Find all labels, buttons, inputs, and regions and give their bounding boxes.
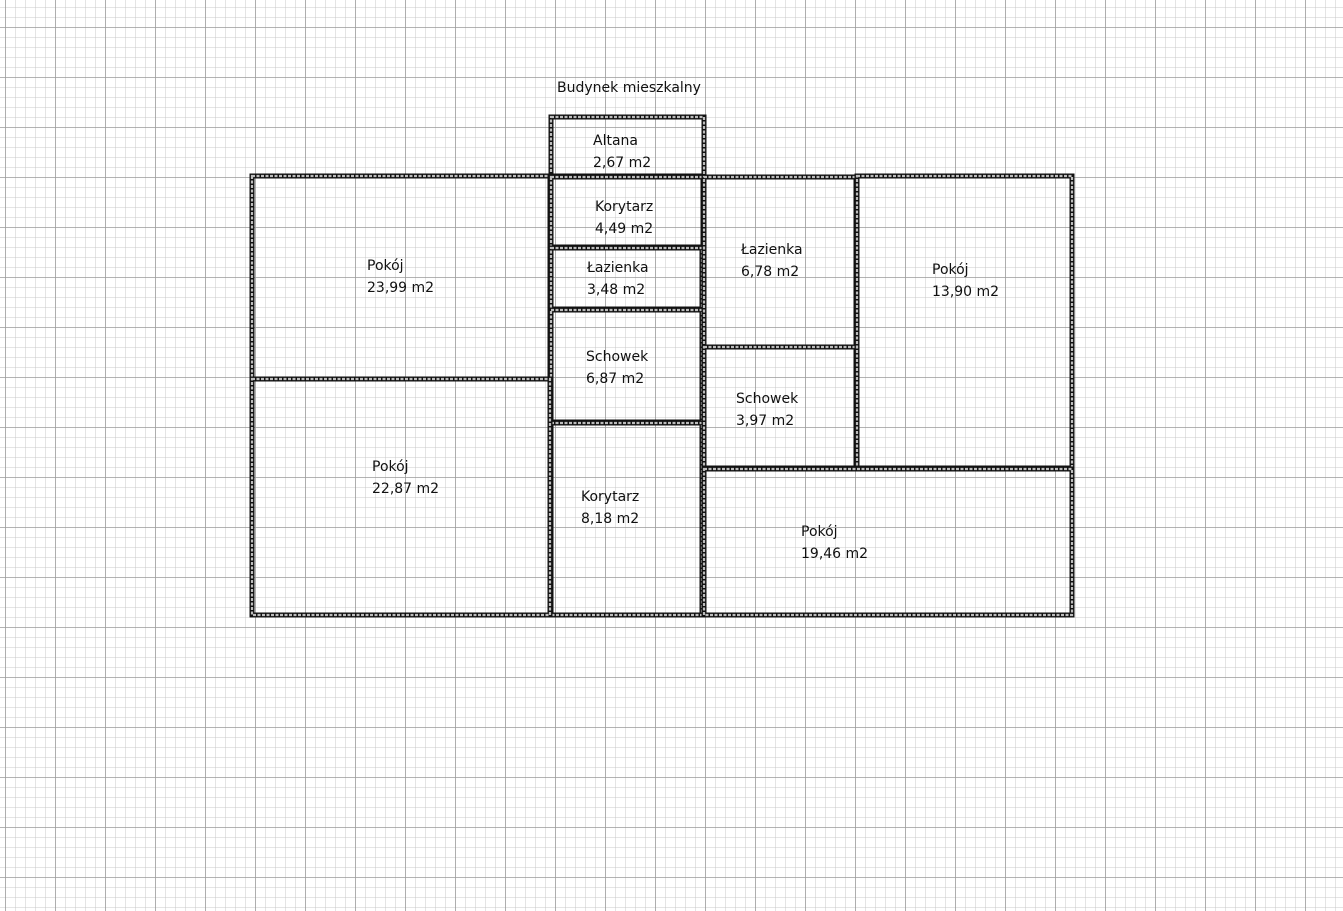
room-area: 23,99 m2 (367, 280, 434, 296)
room-wall-fill (702, 467, 1074, 617)
room-area: 19,46 m2 (801, 546, 868, 562)
room-name: Schowek (736, 391, 799, 407)
room-name: Łazienka (740, 242, 803, 258)
room-name: Korytarz (595, 199, 653, 215)
room-name: Altana (593, 133, 638, 149)
room-name: Łazienka (586, 260, 649, 276)
room-area: 13,90 m2 (932, 284, 999, 300)
room-area: 2,67 m2 (593, 155, 651, 171)
room-pok-j-6[interactable]: Pokój 22,87 m2 (249, 376, 553, 618)
room-wall-fill (250, 377, 552, 617)
room-name: Pokój (367, 258, 404, 274)
room-area: 8,18 m2 (581, 511, 639, 527)
room-name: Schowek (586, 349, 649, 365)
room-area: 6,78 m2 (741, 264, 799, 280)
room-name: Pokój (372, 459, 409, 475)
room-area: 6,87 m2 (586, 371, 644, 387)
room-area: 3,97 m2 (736, 413, 794, 429)
room-name: Pokój (801, 524, 838, 540)
room-name: Korytarz (581, 489, 639, 505)
room-area: 4,49 m2 (595, 221, 653, 237)
room-area: 3,48 m2 (587, 282, 645, 298)
building-title: Budynek mieszkalny (557, 80, 701, 96)
room-pok-j-10[interactable]: Pokój 19,46 m2 (701, 466, 1075, 618)
room-name: Pokój (932, 262, 969, 278)
room-area: 22,87 m2 (372, 481, 439, 497)
